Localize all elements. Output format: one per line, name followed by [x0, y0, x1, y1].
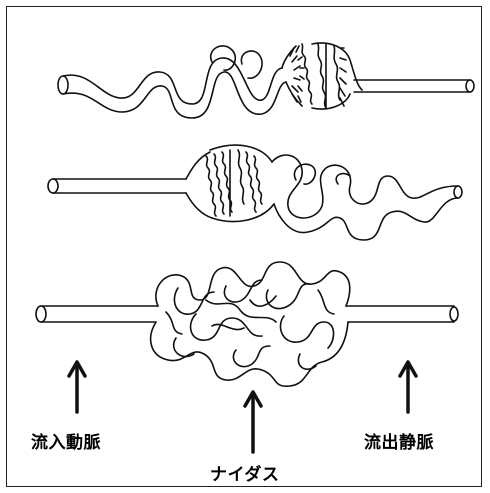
label-nidus: ナイダス	[210, 460, 279, 485]
arrow-outflow-vein	[400, 362, 416, 412]
arrow-nidus	[245, 392, 261, 452]
arrow-inflow-artery	[69, 362, 85, 412]
panel-2-vessels	[48, 145, 462, 240]
panel-3-vessels	[36, 262, 458, 386]
panel-1-vessels	[58, 43, 474, 118]
label-inflow-artery: 流入動脈	[31, 428, 101, 453]
label-outflow-vein: 流出静脈	[364, 428, 434, 453]
